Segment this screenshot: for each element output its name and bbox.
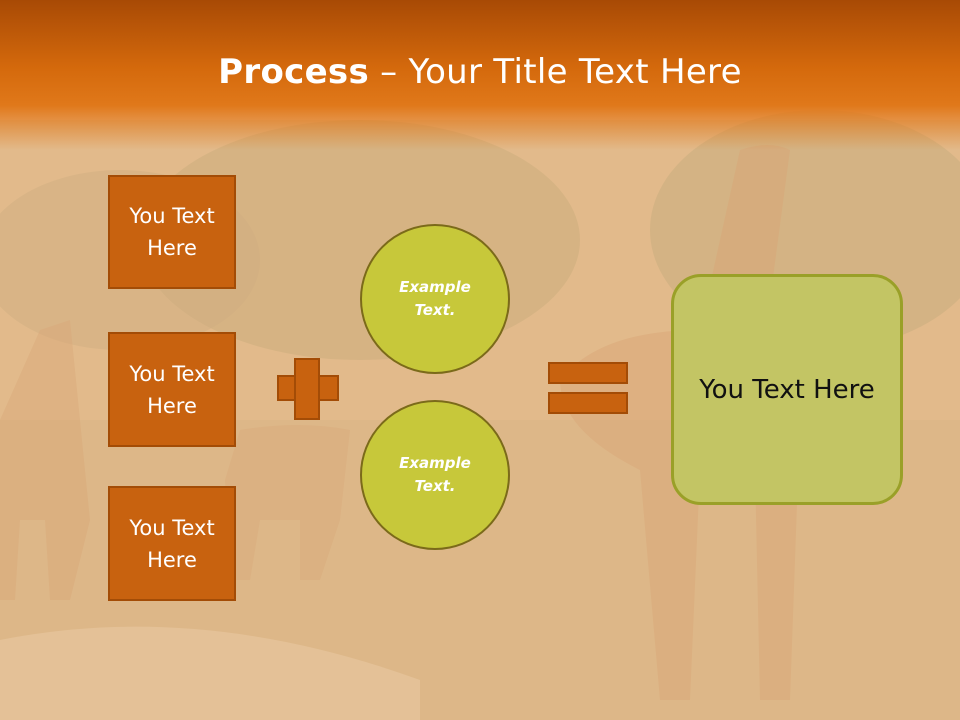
text-box-3-label: You Text Here <box>129 515 215 572</box>
equals-bar-bottom <box>548 392 628 414</box>
text-box-2[interactable]: You Text Here <box>108 332 236 447</box>
result-box-label: You Text Here <box>699 374 875 405</box>
circle-2-label: Example Text. <box>399 454 471 495</box>
result-box[interactable]: You Text Here <box>671 274 903 505</box>
circle-1[interactable]: Example Text. <box>360 224 510 374</box>
circle-2[interactable]: Example Text. <box>360 400 510 550</box>
plus-sign-vertical <box>294 358 320 420</box>
text-box-3[interactable]: You Text Here <box>108 486 236 601</box>
text-box-2-label: You Text Here <box>129 361 215 418</box>
header-band <box>0 0 960 150</box>
title-bold: Process <box>218 52 370 92</box>
title-dash: – <box>369 52 409 92</box>
slide-title[interactable]: Process – Your Title Text Here <box>0 52 960 92</box>
text-box-1[interactable]: You Text Here <box>108 175 236 289</box>
circle-1-label: Example Text. <box>399 278 471 319</box>
equals-bar-top <box>548 362 628 384</box>
text-box-1-label: You Text Here <box>129 204 215 260</box>
title-rest: Your Title Text Here <box>408 52 742 92</box>
